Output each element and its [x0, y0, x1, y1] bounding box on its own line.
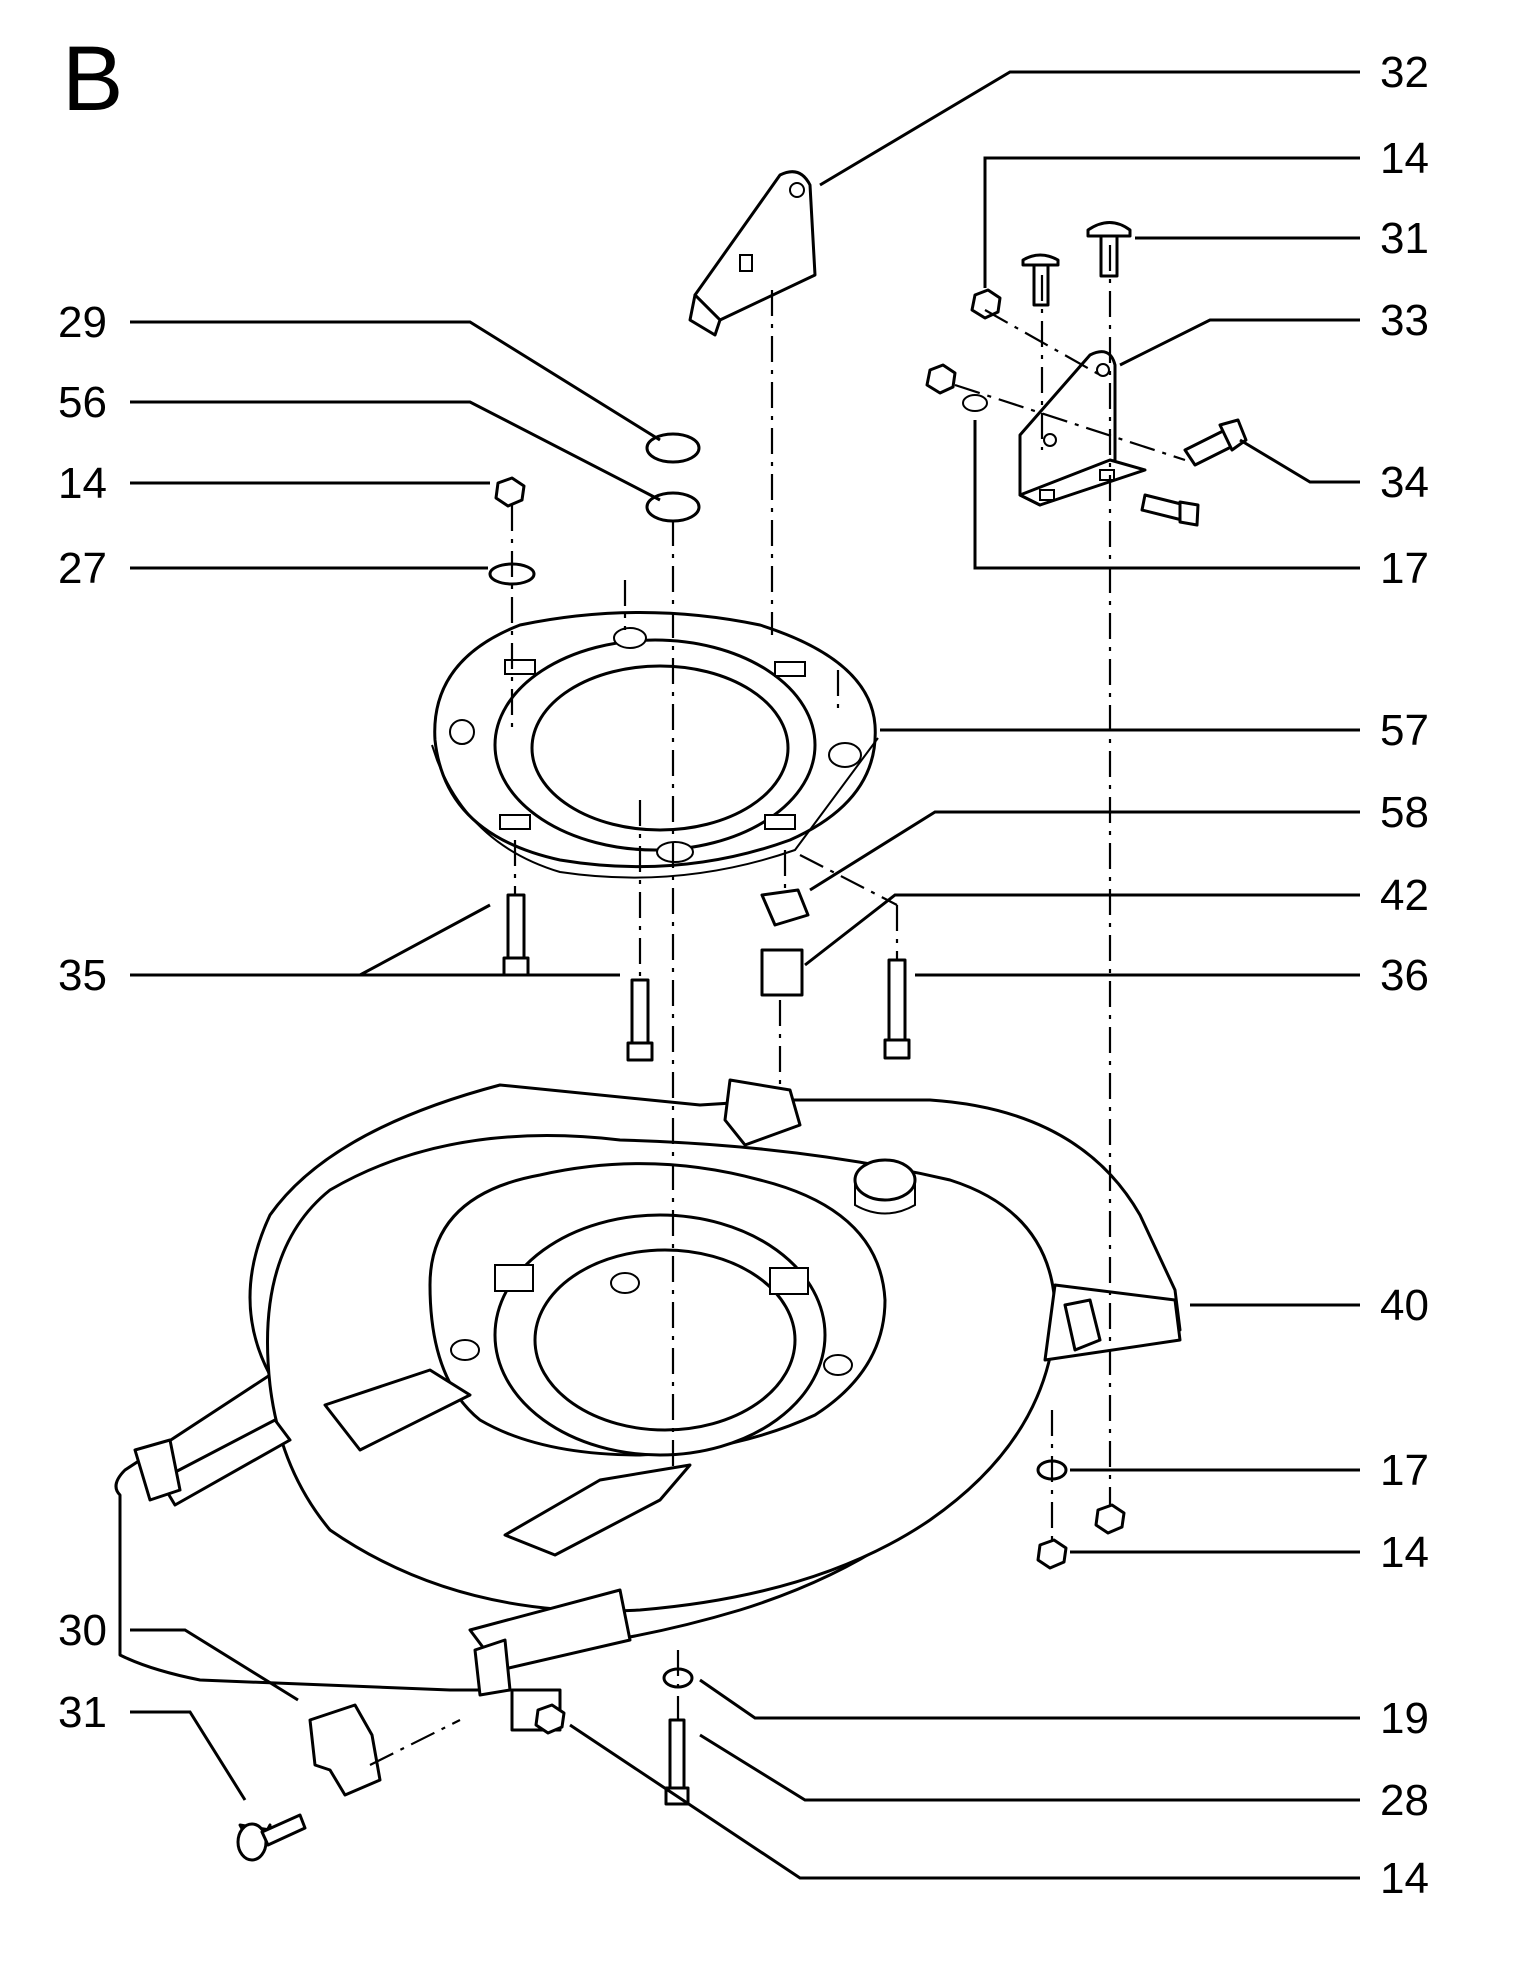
callout-28: 28 [1380, 1776, 1429, 1825]
callout-33: 33 [1380, 296, 1429, 345]
wheel-clip-and-bolt [236, 1703, 382, 1862]
bracket-33 [1018, 350, 1147, 507]
callout-14: 14 [1380, 1854, 1429, 1903]
callout-27: 27 [58, 544, 107, 593]
callout-19: 19 [1380, 1694, 1429, 1743]
clips-58-42 [760, 888, 810, 997]
callout-labels: 32 14 31 33 34 17 57 58 42 36 40 17 14 1… [58, 48, 1429, 1903]
lower-right-hardware [1036, 1459, 1126, 1570]
callout-17: 17 [1380, 544, 1429, 593]
section-letter: B [62, 28, 123, 130]
hex-nuts-top [494, 288, 1002, 508]
callout-14: 14 [1380, 1528, 1429, 1577]
callout-32: 32 [1380, 48, 1429, 97]
callout-14: 14 [58, 459, 107, 508]
callout-17: 17 [1380, 1446, 1429, 1495]
leader-lines [130, 70, 1360, 1880]
callout-58: 58 [1380, 788, 1429, 837]
bolts-34 [1140, 418, 1248, 527]
callout-34: 34 [1380, 458, 1429, 507]
callout-14: 14 [1380, 134, 1429, 183]
carriage-bolts-31-top [1021, 221, 1132, 307]
callout-31: 31 [58, 1688, 107, 1737]
assembly-axes [369, 245, 1186, 1766]
callout-40: 40 [1380, 1281, 1429, 1330]
callout-57: 57 [1380, 706, 1429, 755]
bolt-36 [883, 958, 911, 1060]
motor-mounting-plate [431, 611, 879, 879]
callout-42: 42 [1380, 871, 1429, 920]
callout-29: 29 [58, 298, 107, 347]
washers-upper-left [488, 432, 701, 586]
callout-56: 56 [58, 378, 107, 427]
lower-center-hardware [534, 1667, 694, 1806]
mower-deck [114, 1078, 1182, 1732]
callout-31: 31 [1380, 214, 1429, 263]
bracket-32 [688, 170, 817, 337]
bolts-35 [502, 893, 654, 1062]
callout-36: 36 [1380, 951, 1429, 1000]
callout-30: 30 [58, 1606, 107, 1655]
callout-35: 35 [58, 951, 107, 1000]
